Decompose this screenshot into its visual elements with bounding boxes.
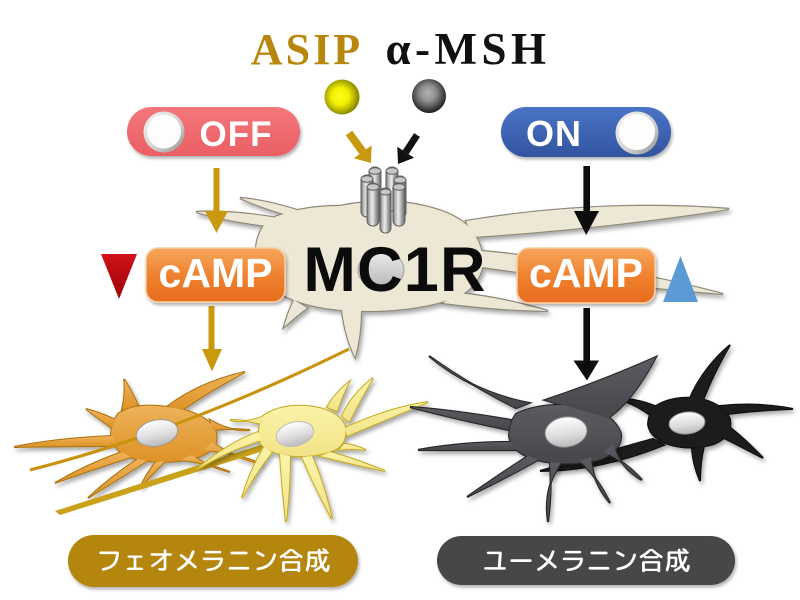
svg-text:ASIP: ASIP <box>251 25 363 74</box>
svg-text:MC1R: MC1R <box>303 235 486 305</box>
svg-text:cAMP: cAMP <box>529 250 643 296</box>
svg-text:cAMP: cAMP <box>159 250 273 296</box>
svg-text:ON: ON <box>526 113 582 154</box>
svg-text:OFF: OFF <box>200 115 273 154</box>
svg-text:α-MSH: α-MSH <box>385 24 550 74</box>
